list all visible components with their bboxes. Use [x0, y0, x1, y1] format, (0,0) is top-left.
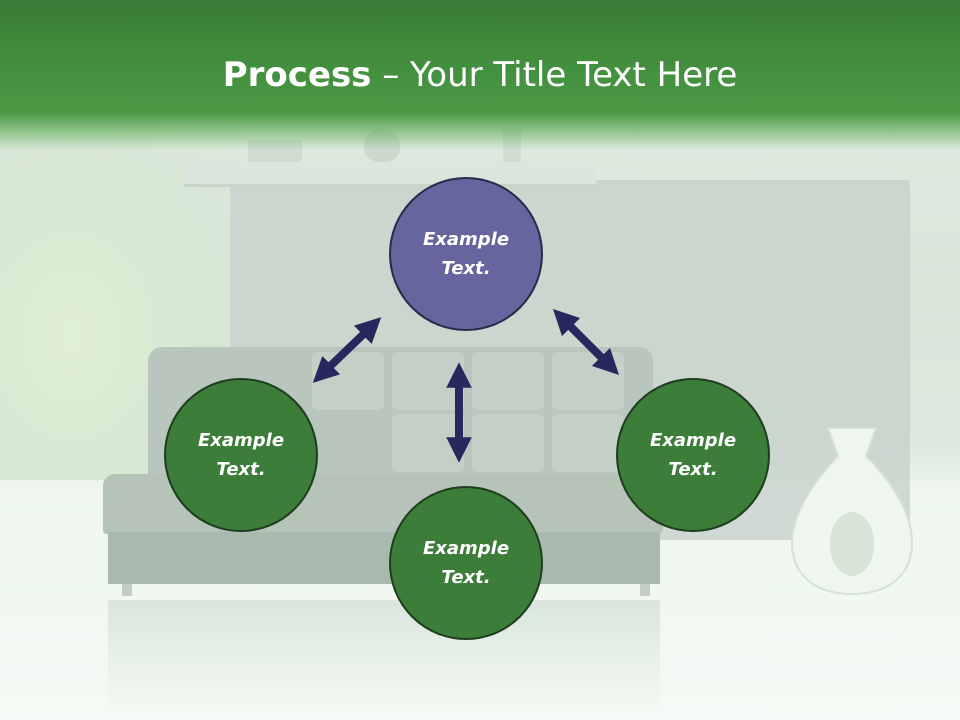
background-sofa-base	[108, 532, 660, 584]
arrow-left-icon	[312, 317, 382, 383]
arrow-right-icon	[552, 308, 620, 376]
background-sofa-cushion	[472, 414, 544, 472]
process-node-left[interactable]: Example Text.	[164, 378, 318, 532]
background-sofa-leg	[640, 584, 650, 596]
process-node-top-label: Example Text.	[422, 229, 510, 279]
title-band	[0, 0, 960, 150]
slide-title-bold: Process	[222, 55, 372, 95]
background-vase	[790, 427, 914, 596]
slide-title-rest: – Your Title Text Here	[371, 55, 738, 95]
process-node-bottom-label: Example Text.	[422, 538, 510, 588]
background-sofa-cushion	[472, 352, 544, 410]
process-node-right[interactable]: Example Text.	[616, 378, 770, 532]
process-node-top[interactable]: Example Text.	[389, 177, 543, 331]
process-node-right-label: Example Text.	[649, 430, 737, 480]
background-sofa-leg	[122, 584, 132, 596]
process-node-bottom[interactable]: Example Text.	[389, 486, 543, 640]
slide-title[interactable]: Process – Your Title Text Here	[0, 52, 960, 98]
background-shelf	[184, 162, 596, 187]
background-floor-reflection	[108, 600, 660, 710]
background-sofa-cushion	[552, 414, 624, 472]
process-node-left-label: Example Text.	[197, 430, 285, 480]
